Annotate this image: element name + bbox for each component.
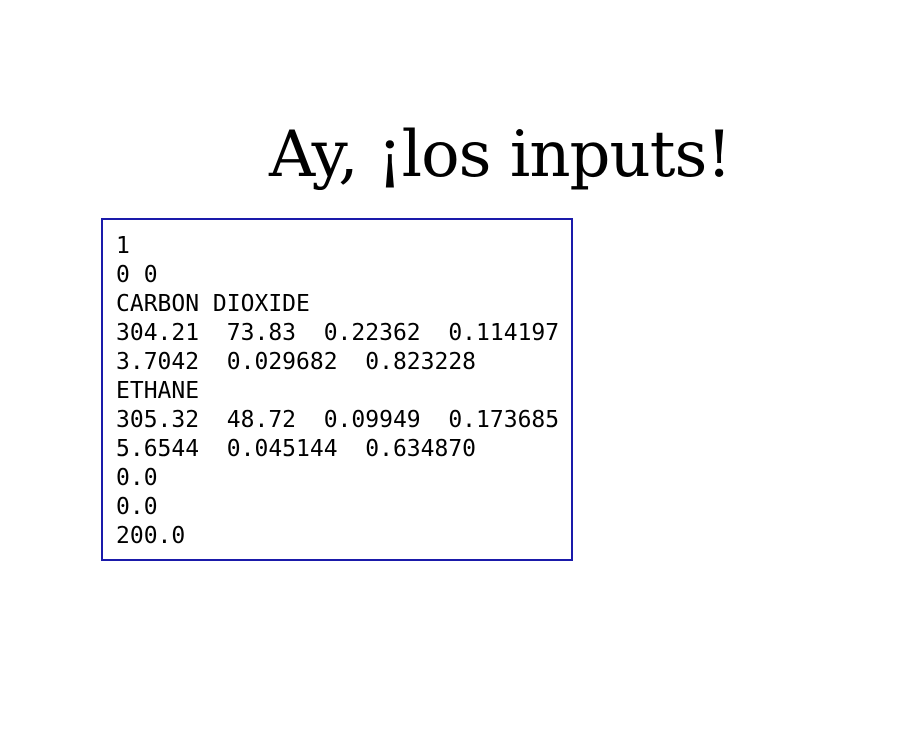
- input-line: 200.0: [116, 523, 186, 549]
- slide-title: Ay, ¡los inputs!: [268, 118, 732, 192]
- input-line: 304.21 73.83 0.22362 0.114197: [116, 320, 560, 346]
- input-file-box: 1 0 0 CARBON DIOXIDE 304.21 73.83 0.2236…: [101, 218, 573, 561]
- input-line: 305.32 48.72 0.09949 0.173685: [116, 407, 560, 433]
- input-line: CARBON DIOXIDE: [116, 291, 310, 317]
- input-line: 3.7042 0.029682 0.823228: [116, 349, 477, 375]
- input-line: 0.0: [116, 494, 158, 520]
- input-line: ETHANE: [116, 378, 200, 404]
- input-line: 1: [116, 233, 130, 259]
- input-line: 5.6544 0.045144 0.634870: [116, 436, 477, 462]
- input-line: 0 0: [116, 262, 158, 288]
- input-file-lines: 1 0 0 CARBON DIOXIDE 304.21 73.83 0.2236…: [116, 232, 559, 551]
- input-line: 0.0: [116, 465, 158, 491]
